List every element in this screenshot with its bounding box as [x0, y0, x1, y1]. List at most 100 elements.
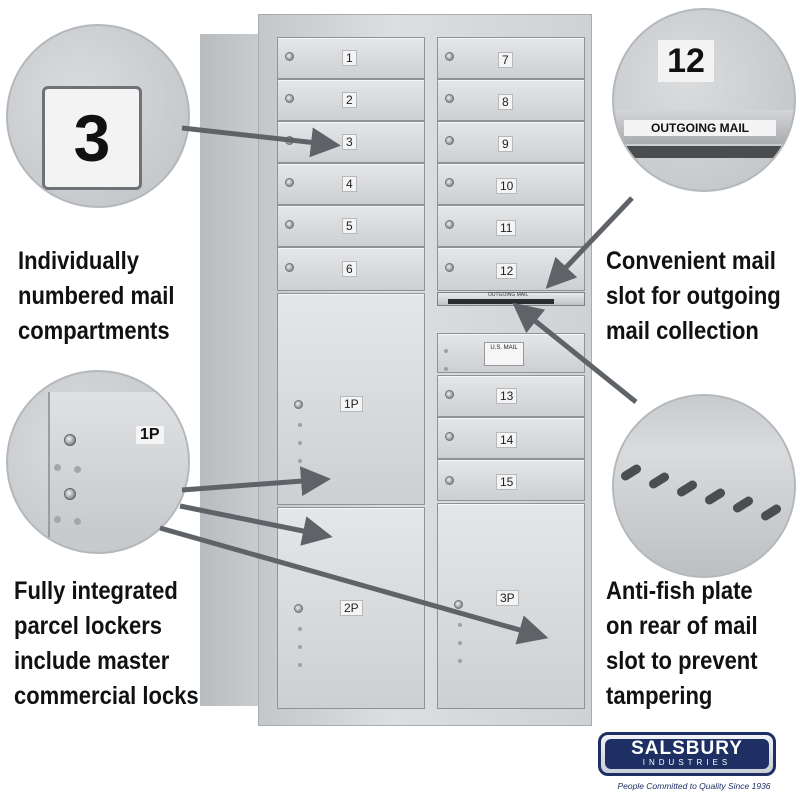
mail-door-3[interactable]: 3: [277, 121, 425, 163]
rivet-dot: [74, 466, 81, 473]
lock-icon: [64, 434, 76, 446]
slat: [619, 462, 643, 483]
lock-icon: [285, 220, 294, 229]
locker-label: 1P: [340, 396, 363, 412]
mail-door-5[interactable]: 5: [277, 205, 425, 247]
callout-anti-fish-plate: [612, 394, 796, 578]
door-number: 13: [496, 388, 518, 404]
rivet-dots: [456, 616, 470, 670]
rivet-dots: [296, 620, 310, 674]
mail-door-4[interactable]: 4: [277, 163, 425, 205]
lock-icon: [445, 390, 454, 399]
outgoing-mail-label: OUTGOING MAIL: [624, 120, 776, 136]
door-number: 2: [342, 92, 357, 108]
callout-parcel-lock: 1P: [6, 370, 190, 554]
mail-door-2[interactable]: 2: [277, 79, 425, 121]
usmail-panel: U.S. MAIL: [437, 333, 585, 373]
slot-label: OUTGOING MAIL: [488, 292, 529, 298]
mail-door-6[interactable]: 6: [277, 247, 425, 291]
caption-line: Convenient mail: [606, 247, 776, 275]
salsbury-logo: SALSBURY INDUSTRIES: [598, 732, 776, 776]
parcel-locker-1p[interactable]: 1P: [277, 293, 425, 505]
lock-icon: [64, 488, 76, 500]
caption-outgoing-slot: Convenient mail slot for outgoing mail c…: [606, 244, 781, 349]
locker-label: 3P: [496, 590, 519, 606]
locker-label: 1P: [136, 426, 164, 444]
slat: [703, 486, 727, 507]
number-plate: 12: [658, 40, 714, 82]
door-number: 4: [342, 176, 357, 192]
outgoing-mail-slot[interactable]: OUTGOING MAIL: [437, 292, 585, 306]
caption-line: compartments: [18, 317, 170, 345]
lock-icon: [294, 400, 303, 409]
slat: [647, 470, 671, 491]
door-number: 11: [496, 220, 517, 236]
mail-door-12[interactable]: 12: [437, 247, 585, 291]
lock-icon: [445, 52, 454, 61]
usmail-plate: U.S. MAIL: [484, 342, 524, 366]
caption-line: slot for outgoing: [606, 282, 781, 310]
door-number: 10: [496, 178, 518, 194]
door-number: 8: [498, 94, 513, 110]
mail-door-10[interactable]: 10: [437, 163, 585, 205]
caption-line: Individually: [18, 247, 140, 275]
door-number: 12: [496, 263, 518, 279]
lock-icon: [445, 178, 454, 187]
caption-parcel-lockers: Fully integrated parcel lockers include …: [14, 574, 199, 714]
usmail-label: U.S. MAIL: [490, 345, 518, 351]
slot-opening: [448, 299, 554, 304]
mail-door-15[interactable]: 15: [437, 459, 585, 501]
lock-icon: [445, 263, 454, 272]
lock-icon: [445, 94, 454, 103]
mail-door-11[interactable]: 11: [437, 205, 585, 247]
door-number: 5: [342, 218, 357, 234]
door-number: 3: [342, 134, 357, 150]
caption-line: parcel lockers: [14, 612, 162, 640]
lock-icon: [454, 600, 463, 609]
caption-line: mail collection: [606, 317, 759, 345]
mailbox-unit: 1 2 3 4 5 6 1P 2P: [258, 14, 592, 726]
slot-strip: OUTGOING MAIL: [614, 110, 794, 144]
mail-door-14[interactable]: 14: [437, 417, 585, 459]
rivet-dot: [54, 516, 61, 523]
caption-line: on rear of mail: [606, 612, 758, 640]
locker-label: 2P: [340, 600, 363, 616]
caption-line: Anti-fish plate: [606, 577, 753, 605]
lock-icon: [285, 263, 294, 272]
mail-door-13[interactable]: 13: [437, 375, 585, 417]
caption-line: commercial locks: [14, 682, 199, 710]
caption-numbered-compartments: Individually numbered mail compartments: [18, 244, 174, 349]
slot-opening: [614, 146, 794, 158]
brand-tagline: People Committed to Quality Since 1936: [617, 781, 771, 791]
slat: [759, 502, 783, 523]
rivet-dots: [442, 342, 456, 378]
caption-line: include master: [14, 647, 170, 675]
rivet-dots: [296, 416, 310, 470]
lock-icon: [285, 94, 294, 103]
mail-door-8[interactable]: 8: [437, 79, 585, 121]
rivet-dot: [54, 464, 61, 471]
callout-door-number: 3: [6, 24, 190, 208]
lock-icon: [445, 136, 454, 145]
caption-line: Fully integrated: [14, 577, 178, 605]
caption-anti-fish-plate: Anti-fish plate on rear of mail slot to …: [606, 574, 758, 714]
mail-door-1[interactable]: 1: [277, 37, 425, 79]
door-number: 6: [342, 261, 357, 277]
lock-icon: [285, 52, 294, 61]
slat: [675, 478, 699, 499]
logo-badge: SALSBURY INDUSTRIES: [605, 739, 769, 769]
right-column: 7 8 9 10 11 12 U.S. MAIL 13: [437, 37, 585, 721]
door-number: 14: [496, 432, 518, 448]
lock-icon: [294, 604, 303, 613]
parcel-door: 1P: [48, 392, 188, 542]
caption-line: numbered mail: [18, 282, 175, 310]
logo-subtitle: INDUSTRIES: [642, 758, 732, 767]
anti-fish-plate: [614, 396, 794, 576]
door-number: 7: [498, 52, 513, 68]
mail-door-7[interactable]: 7: [437, 37, 585, 79]
parcel-locker-3p[interactable]: 3P: [437, 503, 585, 709]
mail-door-9[interactable]: 9: [437, 121, 585, 163]
door-number: 15: [496, 474, 518, 490]
slat: [731, 494, 755, 515]
parcel-locker-2p[interactable]: 2P: [277, 507, 425, 709]
